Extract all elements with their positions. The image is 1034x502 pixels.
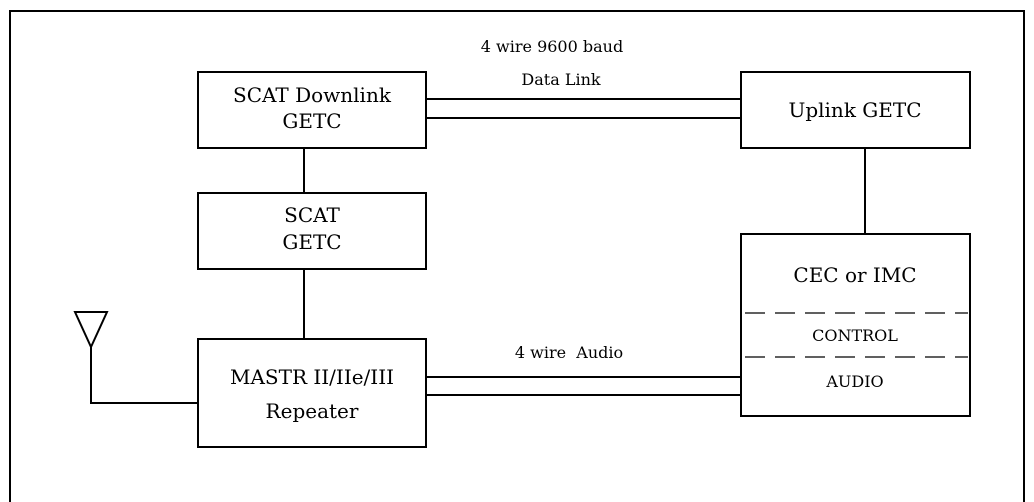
audio-link-label: 4 wire Audio xyxy=(515,343,623,362)
cec-imc-title: CEC or IMC xyxy=(793,263,916,287)
data-link-connector: 4 wire 9600 baud Data Link xyxy=(426,37,741,119)
scat-label-line2: GETC xyxy=(282,230,341,254)
scat-downlink-getc-box: SCAT Downlink GETC xyxy=(197,71,427,149)
mastr-label-line1: MASTR II/IIe/III xyxy=(230,365,394,389)
scat-getc-box: SCAT GETC xyxy=(197,192,427,270)
data-link-label-line1: 4 wire 9600 baud xyxy=(481,37,623,56)
audio-link-connector: 4 wire Audio xyxy=(426,343,741,396)
scat-label-line1: SCAT xyxy=(284,203,340,227)
uplink-getc-box: Uplink GETC xyxy=(740,71,971,149)
uplink-label: Uplink GETC xyxy=(788,98,921,122)
antenna-icon xyxy=(73,311,198,404)
scat-downlink-label-line2: GETC xyxy=(282,109,341,133)
diagram-frame xyxy=(9,10,1025,502)
cec-imc-box: CEC or IMC CONTROL AUDIO xyxy=(740,233,971,417)
cec-imc-control-label: CONTROL xyxy=(812,326,898,345)
mastr-label-line2: Repeater xyxy=(266,399,359,423)
scat-downlink-label-line1: SCAT Downlink xyxy=(233,83,392,107)
mastr-repeater-box: MASTR II/IIe/III Repeater xyxy=(197,338,427,448)
cec-imc-audio-label: AUDIO xyxy=(825,372,883,391)
data-link-label-line2: Data Link xyxy=(521,70,600,89)
